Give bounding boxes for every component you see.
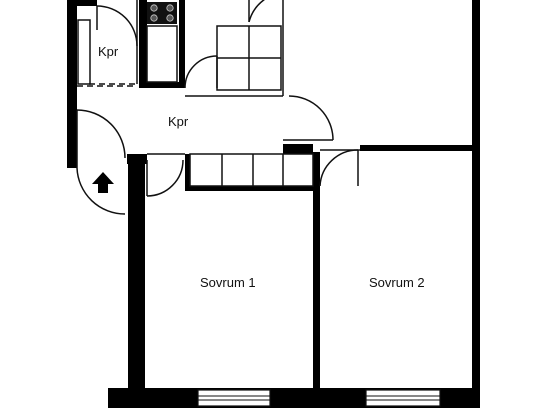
partitions xyxy=(77,0,360,187)
walls xyxy=(67,0,480,408)
kitchen-counter xyxy=(146,25,178,83)
wardrobe-row xyxy=(189,153,314,187)
closet-shelf xyxy=(77,19,91,85)
wall-wardrobe-base xyxy=(185,186,313,191)
entrance-door-upper xyxy=(76,109,126,159)
wall-wardrobe-left xyxy=(185,154,190,191)
hall-right-door-swing xyxy=(288,95,334,141)
room-label-bedroom-2: Sovrum 2 xyxy=(369,275,425,290)
entrance-arrow-icon xyxy=(92,172,114,193)
wall-bedroom1-left xyxy=(128,162,145,408)
wall-kitchen-left xyxy=(139,0,147,86)
wall-top-stub xyxy=(67,0,97,6)
wall-bedroom2-top xyxy=(360,145,474,151)
bedroom2-door-swing xyxy=(319,149,359,187)
room-label-closet-top: Kpr xyxy=(98,44,119,59)
room-label-hall: Kpr xyxy=(168,114,189,129)
wall-left-upper xyxy=(67,0,77,168)
entrance-door-lower xyxy=(76,167,126,215)
bedroom1-door-swing xyxy=(146,159,184,197)
wall-entrance-left xyxy=(69,156,77,168)
closet-door-swing xyxy=(96,5,138,47)
stove-icon xyxy=(147,2,177,24)
wall-kitchen-bottom xyxy=(139,82,185,88)
wall-right-exterior xyxy=(472,0,480,408)
room-label-bedroom-1: Sovrum 1 xyxy=(200,275,256,290)
windows xyxy=(197,389,441,407)
wall-entrance-top xyxy=(127,154,147,164)
top-door-swing xyxy=(248,0,266,23)
wall-kitchen-right xyxy=(179,0,185,86)
window-bedroom2 xyxy=(365,389,441,407)
doors xyxy=(76,0,359,215)
wall-hall-left-stub xyxy=(67,86,77,92)
wall-between-bedrooms xyxy=(313,152,320,388)
window-bedroom1 xyxy=(197,389,271,407)
wall-hall-right xyxy=(283,144,313,154)
kitchen-door-swing xyxy=(184,55,218,89)
